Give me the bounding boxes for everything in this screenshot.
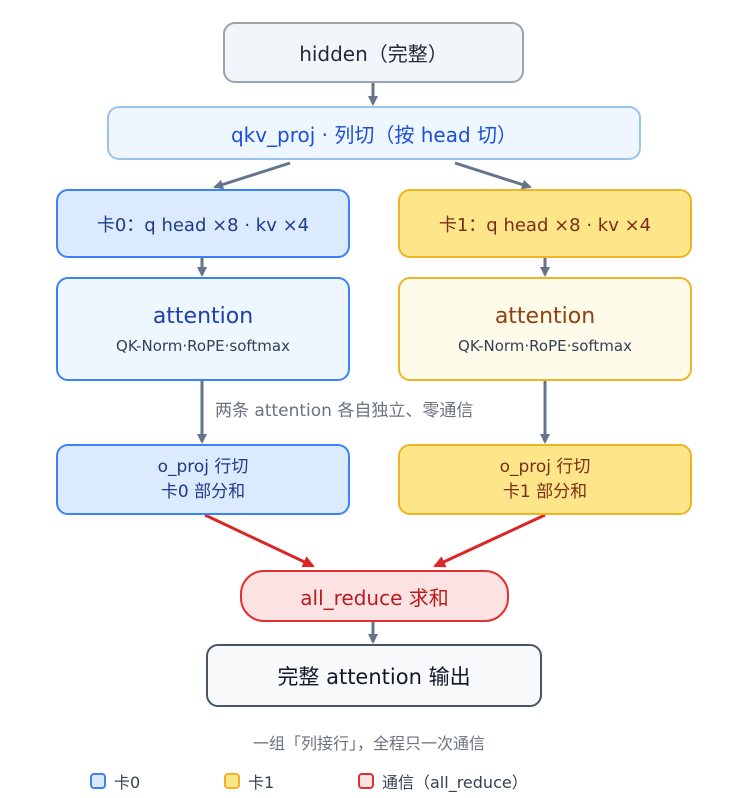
card0-heads-label: 卡0：q head ×8 · kv ×4 xyxy=(96,214,310,236)
legend-label-communication: 通信（all_reduce） xyxy=(382,773,528,792)
arrow-oproj0-to-allreduce xyxy=(204,513,315,568)
arrow-oproj1-to-allreduce xyxy=(433,513,546,568)
qkv-proj-label: qkv_proj · 列切（按 head 切） xyxy=(230,122,518,147)
legend-swatch-card0 xyxy=(90,773,106,789)
oproj1-node: o_proj 行切 卡1 部分和 xyxy=(398,444,692,515)
oproj1-line1: o_proj 行切 xyxy=(499,456,591,477)
arrow-qkv-to-card1 xyxy=(454,161,532,190)
all-reduce-node: all_reduce 求和 xyxy=(240,570,509,622)
legend-label-card1: 卡1 xyxy=(248,773,275,792)
legend-item-card0: 卡0 xyxy=(90,769,140,793)
output-label: 完整 attention 输出 xyxy=(277,664,471,689)
qkv-proj-node: qkv_proj · 列切（按 head 切） xyxy=(107,106,641,160)
oproj0-line1: o_proj 行切 xyxy=(157,456,249,477)
legend-swatch-card1 xyxy=(224,773,240,789)
legend-swatch-communication xyxy=(358,773,374,789)
summary-note: 一组「列接行」，全程只一次通信 xyxy=(252,734,485,753)
attention0-node: attention QK-Norm·RoPE·softmax xyxy=(56,277,350,381)
oproj1-line2: 卡1 部分和 xyxy=(502,481,588,502)
oproj0-node: o_proj 行切 卡0 部分和 xyxy=(56,444,350,515)
attention0-subtitle: QK-Norm·RoPE·softmax xyxy=(116,336,290,355)
output-node: 完整 attention 输出 xyxy=(206,644,542,707)
card1-heads-label: 卡1：q head ×8 · kv ×4 xyxy=(438,214,652,236)
attention1-node: attention QK-Norm·RoPE·softmax xyxy=(398,277,692,381)
hidden-node: hidden（完整） xyxy=(223,22,524,83)
card0-heads-node: 卡0：q head ×8 · kv ×4 xyxy=(56,189,350,258)
attention0-title: attention xyxy=(152,303,254,329)
card1-heads-node: 卡1：q head ×8 · kv ×4 xyxy=(398,189,692,258)
legend-label-card0: 卡0 xyxy=(114,773,141,792)
attention1-title: attention xyxy=(494,303,596,329)
legend-item-card1: 卡1 xyxy=(224,769,274,793)
oproj0-line2: 卡0 部分和 xyxy=(160,481,246,502)
legend-item-communication: 通信（all_reduce） xyxy=(358,769,528,793)
arrow-qkv-to-card0 xyxy=(213,161,291,190)
all-reduce-label: all_reduce 求和 xyxy=(300,585,449,610)
hidden-label: hidden（完整） xyxy=(299,42,448,66)
independence-note: 两条 attention 各自独立、零通信 xyxy=(215,401,474,421)
attention1-subtitle: QK-Norm·RoPE·softmax xyxy=(458,336,632,355)
